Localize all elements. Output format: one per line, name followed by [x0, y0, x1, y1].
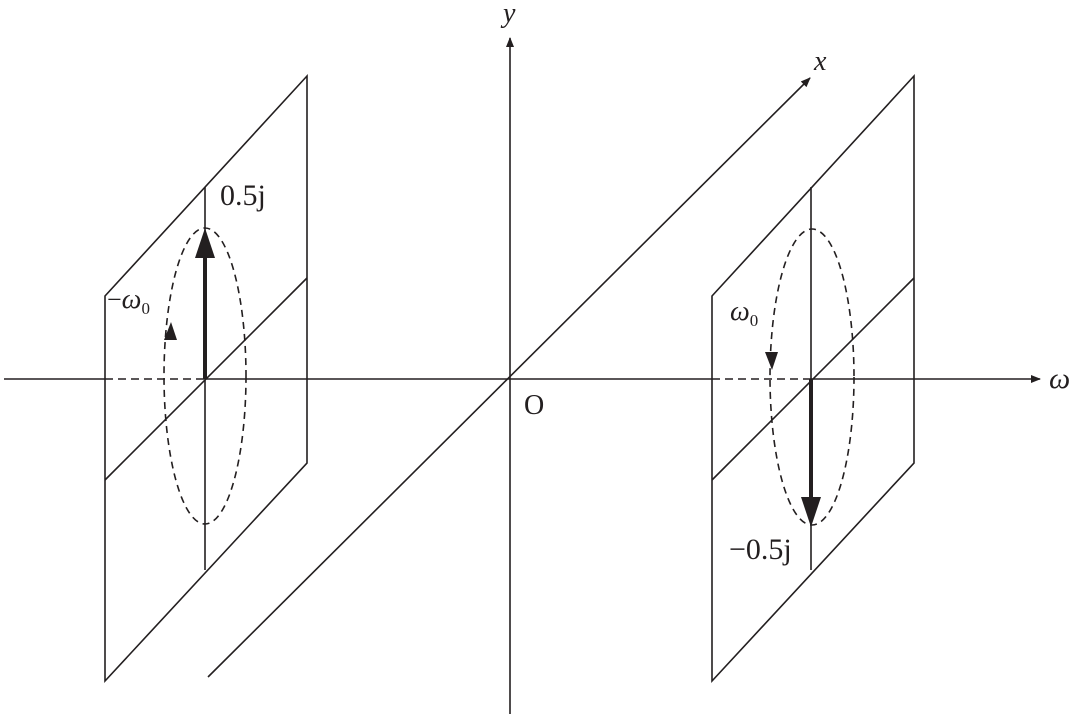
right-rotation-arrow-icon: [765, 352, 778, 370]
omega-axis-label: ω: [1049, 362, 1070, 395]
right-rotation-ellipse: [769, 228, 855, 526]
origin-label: O: [524, 390, 544, 421]
right-frequency-omega: ω: [730, 296, 750, 327]
x-axis-label: x: [813, 46, 827, 77]
right-plane-frame: [711, 73, 915, 684]
right-phasor-value-label: −0.5j: [729, 533, 792, 566]
left-frequency-subscript: 0: [141, 299, 150, 318]
left-phasor-arrowhead-icon: [195, 228, 215, 258]
left-plane-frame: [104, 73, 308, 684]
right-frequency-subscript: 0: [750, 311, 759, 330]
right-phasor-arrowhead-icon: [801, 497, 821, 527]
x-axis: [207, 77, 811, 678]
left-rotation-arrow-icon: [164, 322, 177, 340]
left-frequency-omega: ω: [122, 284, 142, 315]
right-frequency-label: ω0: [730, 296, 758, 330]
y-axis-label: y: [500, 0, 516, 29]
left-frequency-minus: −: [107, 285, 122, 314]
left-frequency-label: −ω0: [107, 284, 150, 318]
left-phasor-value-label: 0.5j: [220, 179, 266, 212]
